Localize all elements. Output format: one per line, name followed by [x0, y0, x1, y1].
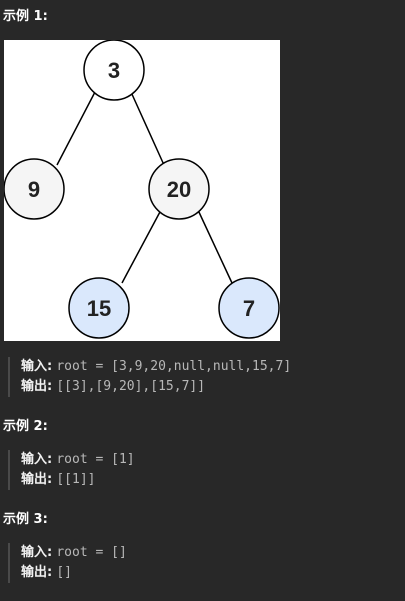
- example-3-input-line: 输入: root = []: [21, 543, 398, 563]
- tree-node-label: 20: [167, 177, 191, 202]
- example-1-output-line: 输出: [[3],[9,20],[15,7]]: [21, 377, 398, 397]
- example-2-output-line: 输出: [[1]]: [21, 470, 398, 490]
- tree-edge-3-20: [130, 91, 165, 166]
- output-label: 输出:: [21, 565, 53, 580]
- input-label: 输入:: [21, 452, 53, 467]
- tree-node-label: 3: [108, 58, 120, 83]
- input-label: 输入:: [21, 359, 53, 374]
- output-label: 输出:: [21, 379, 53, 394]
- example-3-heading: 示例 3:: [3, 512, 48, 527]
- example-2-io-block: 输入: root = [1] 输出: [[1]]: [8, 450, 398, 490]
- output-label: 输出:: [21, 472, 53, 487]
- tree-node-20: 20: [148, 158, 210, 220]
- tree-node-label: 15: [87, 296, 111, 321]
- tree-node-7: 7: [218, 277, 280, 339]
- output-value: [[1]]: [56, 472, 96, 487]
- tree-node-15: 15: [68, 277, 130, 339]
- example-2-input-line: 输入: root = [1]: [21, 450, 398, 470]
- tree-edge-20-7: [197, 209, 233, 284]
- binary-tree-image: 3 9 20 15 7: [4, 40, 280, 341]
- example-1-io-block: 输入: root = [3,9,20,null,null,15,7] 输出: […: [8, 357, 398, 397]
- input-value: root = [1]: [56, 452, 135, 467]
- output-value: [[3],[9,20],[15,7]]: [56, 379, 206, 394]
- input-value: root = []: [56, 545, 127, 560]
- tree-node-label: 9: [28, 177, 40, 202]
- example-1-input-line: 输入: root = [3,9,20,null,null,15,7]: [21, 357, 398, 377]
- tree-edge-20-15: [121, 209, 162, 284]
- tree-node-9: 9: [4, 158, 65, 220]
- binary-tree-diagram: 3 9 20 15 7: [4, 40, 280, 339]
- input-value: root = [3,9,20,null,null,15,7]: [56, 359, 292, 374]
- example-3-output-line: 输出: []: [21, 563, 398, 583]
- output-value: []: [56, 565, 72, 580]
- example-1-heading: 示例 1:: [3, 9, 48, 24]
- tree-node-3: 3: [83, 40, 145, 101]
- example-2-heading: 示例 2:: [3, 419, 48, 434]
- example-3-io-block: 输入: root = [] 输出: []: [8, 543, 398, 583]
- tree-edge-3-9: [56, 91, 96, 166]
- tree-node-label: 7: [243, 296, 255, 321]
- input-label: 输入:: [21, 545, 53, 560]
